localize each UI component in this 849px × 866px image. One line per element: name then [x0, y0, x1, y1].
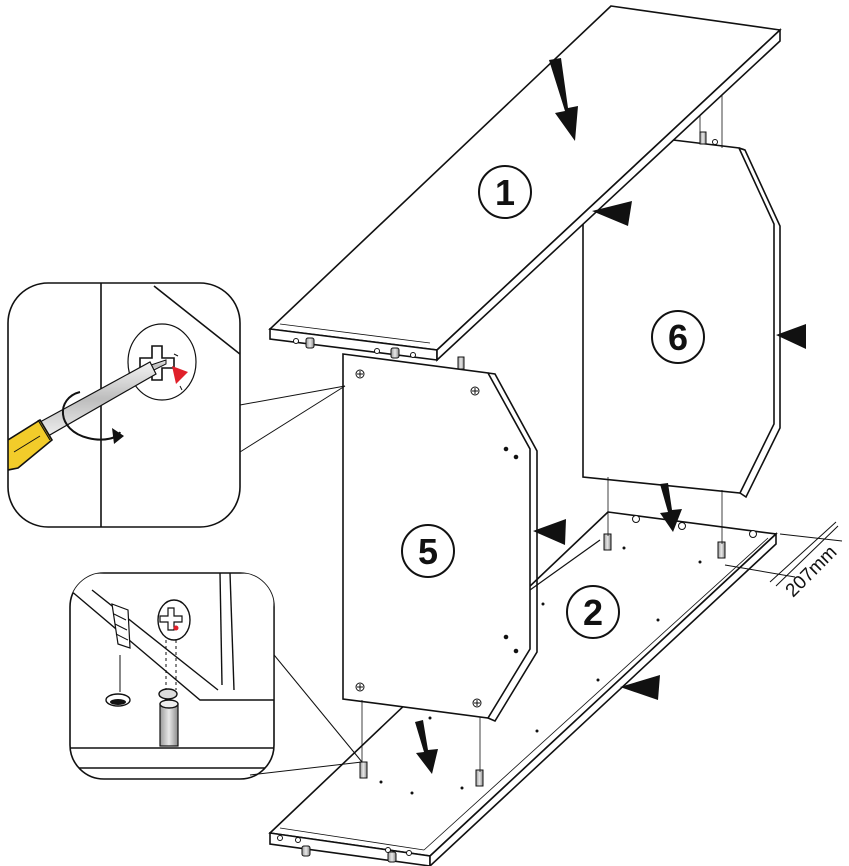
screwdriver-callout — [7, 282, 346, 528]
screw-tip-icon — [111, 603, 131, 649]
tighten-indicator — [172, 366, 188, 384]
part-label-5: 5 — [401, 524, 455, 578]
rotate-clockwise-icon — [62, 391, 124, 444]
cam-dowel-icon — [158, 688, 179, 747]
edge-marker-arrows — [533, 201, 806, 700]
cam-screw-callout — [69, 572, 363, 780]
svg-text:6: 6 — [668, 317, 688, 358]
down-arrow-panel-1 — [549, 58, 578, 141]
screwdriver-icon — [8, 359, 167, 471]
svg-text:5: 5 — [418, 531, 438, 572]
panel-2 — [268, 511, 778, 866]
svg-text:2: 2 — [583, 592, 603, 633]
panel-2-dowels — [301, 533, 726, 863]
part-label-1: 1 — [478, 165, 532, 219]
down-arrow-panel-6 — [660, 483, 682, 532]
svg-text:1: 1 — [495, 172, 515, 213]
cam-screw-icon — [159, 607, 183, 631]
down-arrow-panel-5 — [415, 720, 438, 774]
part-label-2: 2 — [566, 585, 620, 639]
part-label-6: 6 — [651, 310, 705, 364]
